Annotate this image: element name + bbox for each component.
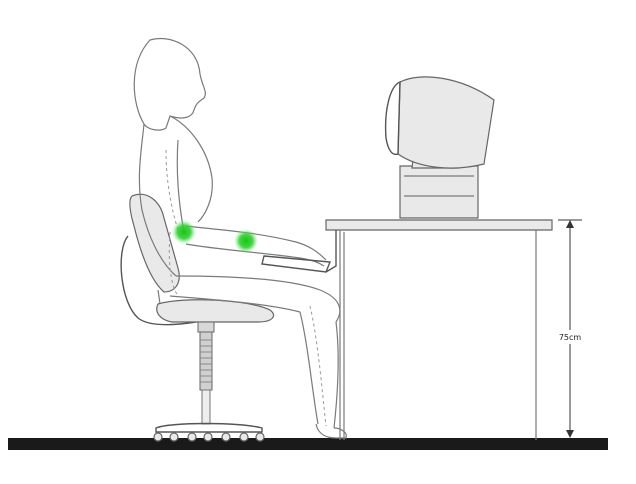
- keyboard-tray-bracket: [326, 230, 336, 272]
- crt-monitor: [386, 77, 494, 218]
- monitor-body: [398, 77, 494, 168]
- dimension-arrow-up: [566, 220, 574, 228]
- person-foot: [316, 424, 346, 438]
- person-shin-front: [334, 322, 338, 428]
- desk-top: [326, 220, 552, 230]
- monitor-screen: [386, 82, 400, 154]
- desk-panel-edges: [340, 230, 536, 440]
- dimension-arrow-down: [566, 430, 574, 438]
- monitor-stand-box: [400, 166, 478, 218]
- chair-backrest: [130, 194, 179, 292]
- elbow-highlight-dot: [172, 220, 196, 244]
- person-chest-outline: [170, 116, 212, 222]
- wrist-highlight-dot: [234, 229, 258, 253]
- person-upper-arm: [177, 140, 184, 232]
- floor-line: [8, 438, 608, 450]
- person-leg-bone: [310, 306, 326, 426]
- chair-post-collar: [198, 322, 214, 332]
- chair-seat: [157, 300, 274, 322]
- chair-base: [156, 424, 262, 433]
- person-arm-bone: [166, 150, 178, 230]
- chair-casters: [154, 433, 264, 441]
- chair-gas-column: [200, 332, 212, 424]
- desk: [326, 220, 552, 440]
- desk-height-label: 75cm: [559, 333, 582, 342]
- person-calf-back: [300, 312, 318, 424]
- height-dimension: 75cm: [552, 220, 588, 438]
- person-head: [134, 38, 205, 130]
- chair-back-support: [158, 290, 160, 304]
